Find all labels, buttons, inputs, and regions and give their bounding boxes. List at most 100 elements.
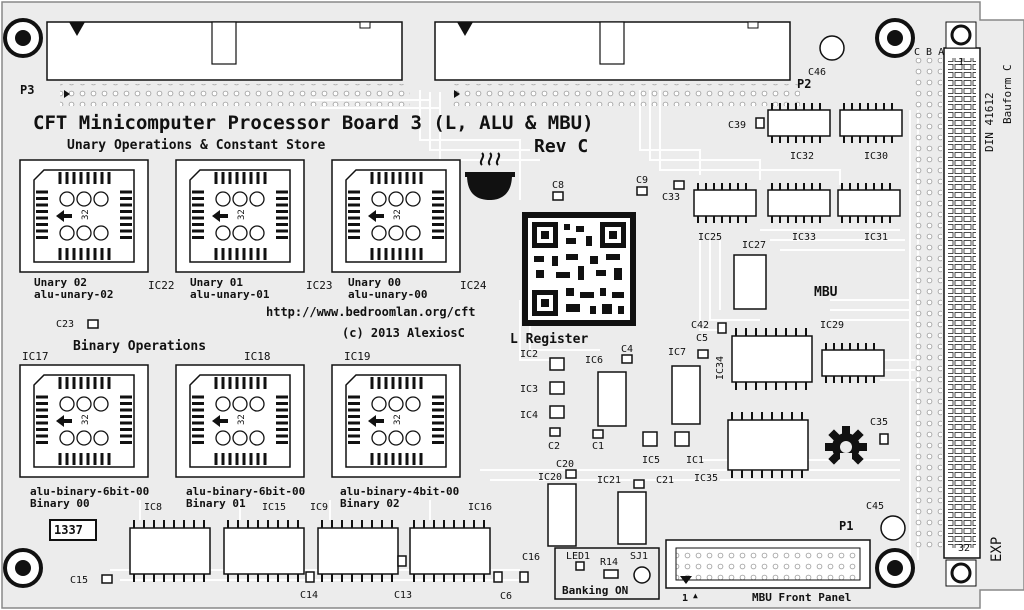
ic-ref: IC7	[668, 347, 687, 358]
cap-ref: C42	[691, 320, 710, 331]
cap-ref: C23	[56, 319, 75, 330]
cap-ref: C39	[728, 120, 747, 131]
ic-ref: IC21	[597, 475, 622, 486]
pot-icon	[465, 152, 515, 200]
ic-ref: IC35	[694, 473, 719, 484]
plcc-label: alu-binary-6bit-00	[30, 485, 150, 498]
exp-label: EXP	[989, 536, 1005, 562]
ic-ref: IC2	[520, 349, 539, 360]
ic-ref: IC9	[310, 502, 329, 513]
plcc-pin-label: 32	[81, 209, 91, 220]
ic-ref: IC27	[742, 240, 767, 251]
ic-ref: IC16	[468, 502, 493, 513]
ic-ref: IC5	[642, 455, 661, 466]
cap-ref: C9	[636, 175, 649, 186]
plcc-pin-label: 32	[237, 209, 247, 220]
ic-ref: IC6	[585, 355, 604, 366]
connector-p2	[434, 21, 800, 106]
qr-code	[522, 212, 636, 326]
plcc-label: alu-binary-6bit-00	[186, 485, 306, 498]
din-pin-32: 32	[958, 543, 971, 554]
p1-pin1-label: 1	[682, 593, 689, 604]
ic-ref: IC25	[698, 232, 723, 243]
cap-ref: C4	[621, 344, 634, 355]
part-ref: SJ1	[630, 551, 649, 562]
dip-pins	[133, 103, 893, 582]
ic-ref: IC33	[792, 232, 817, 243]
cap-ref: C33	[662, 192, 681, 203]
plcc-ref: IC23	[306, 279, 333, 292]
din-label: DIN 41612	[983, 92, 996, 152]
plcc-pin-label: 32	[237, 414, 247, 425]
din-connector	[914, 21, 981, 587]
plcc-label: Unary 00	[348, 276, 401, 289]
cap-ref: C6	[500, 591, 513, 602]
board-revision: Rev C	[534, 136, 589, 157]
plcc-socket: 32	[175, 159, 305, 273]
cap-ref: C1	[592, 441, 605, 452]
part-ref: LED1	[566, 551, 591, 562]
cap-ref: C15	[70, 575, 89, 586]
plcc-label: Binary 02	[340, 497, 400, 510]
plcc-pin-label: 32	[393, 209, 403, 220]
plcc-label: alu-unary-00	[348, 288, 428, 301]
din-row-labels: C B A	[914, 47, 945, 58]
plcc-socket: 32	[19, 159, 149, 273]
plcc-pin-label: 32	[393, 414, 403, 425]
ic-ref: IC30	[864, 151, 889, 162]
url-text: http://www.bedroomlan.org/cft	[266, 305, 476, 319]
dip-ics	[129, 109, 903, 575]
cap-ref: C35	[870, 417, 889, 428]
cap-ref: C14	[300, 590, 319, 601]
gear-icon	[825, 426, 867, 469]
ic-ref: IC8	[144, 502, 163, 513]
banking-box	[554, 547, 660, 600]
mbu-label: MBU	[814, 285, 838, 300]
binary-section-label: Binary Operations	[73, 339, 207, 354]
plcc-ref: IC18	[244, 350, 271, 363]
plcc-label: alu-binary-4bit-00	[340, 485, 460, 498]
plcc-label: Unary 02	[34, 276, 87, 289]
cap-ref: C13	[394, 590, 413, 601]
ic-ref: IC34	[715, 355, 726, 380]
cap-ref: C20	[556, 459, 575, 470]
plcc-pin-label: 32	[81, 414, 91, 425]
connector-p3	[46, 21, 410, 106]
cap-ref: C2	[548, 441, 561, 452]
number-box	[49, 519, 97, 541]
plcc-socket: 32	[19, 364, 149, 478]
cap-ref: C5	[696, 333, 709, 344]
ic-ref: IC1	[686, 455, 705, 466]
plcc-ref: IC17	[22, 350, 49, 363]
ic-ref: IC29	[820, 320, 845, 331]
plcc-label: alu-unary-02	[34, 288, 114, 301]
copyright-text: (c) 2013 AlexiosC	[342, 326, 465, 340]
plcc-ref: IC22	[148, 279, 175, 292]
l-register-label: L Register	[510, 332, 589, 347]
plcc-socket: 32	[331, 364, 461, 478]
p3-label: P3	[20, 83, 35, 97]
plcc-socket: 32	[331, 159, 461, 273]
plcc-label: alu-unary-01	[190, 288, 270, 301]
plcc-label: Binary 01	[186, 497, 246, 510]
connector-p1	[665, 539, 871, 589]
cap-ref: C45	[866, 501, 885, 512]
plcc-label: Binary 00	[30, 497, 90, 510]
plcc-socket: 32	[175, 364, 305, 478]
p1-label: P1	[839, 519, 854, 533]
cap-ref: C21	[656, 475, 675, 486]
cap-ref: C8	[552, 180, 565, 191]
ic-ref: IC15	[262, 502, 287, 513]
plcc-ref: IC24	[460, 279, 487, 292]
board-title: CFT Minicomputer Processor Board 3 (L, A…	[33, 112, 594, 134]
plcc-sockets: 32 32 32 32 32 32	[19, 159, 461, 478]
mounting-holes	[3, 18, 915, 588]
ic-ref: IC4	[520, 410, 539, 421]
bauform-label: Bauform C	[1001, 64, 1014, 124]
plcc-label: Unary 01	[190, 276, 243, 289]
ic-ref: IC32	[790, 151, 815, 162]
p1-pin1-arrow: ▲	[693, 591, 698, 600]
plcc-ref: IC19	[344, 350, 371, 363]
cap-ref: C46	[808, 67, 827, 78]
